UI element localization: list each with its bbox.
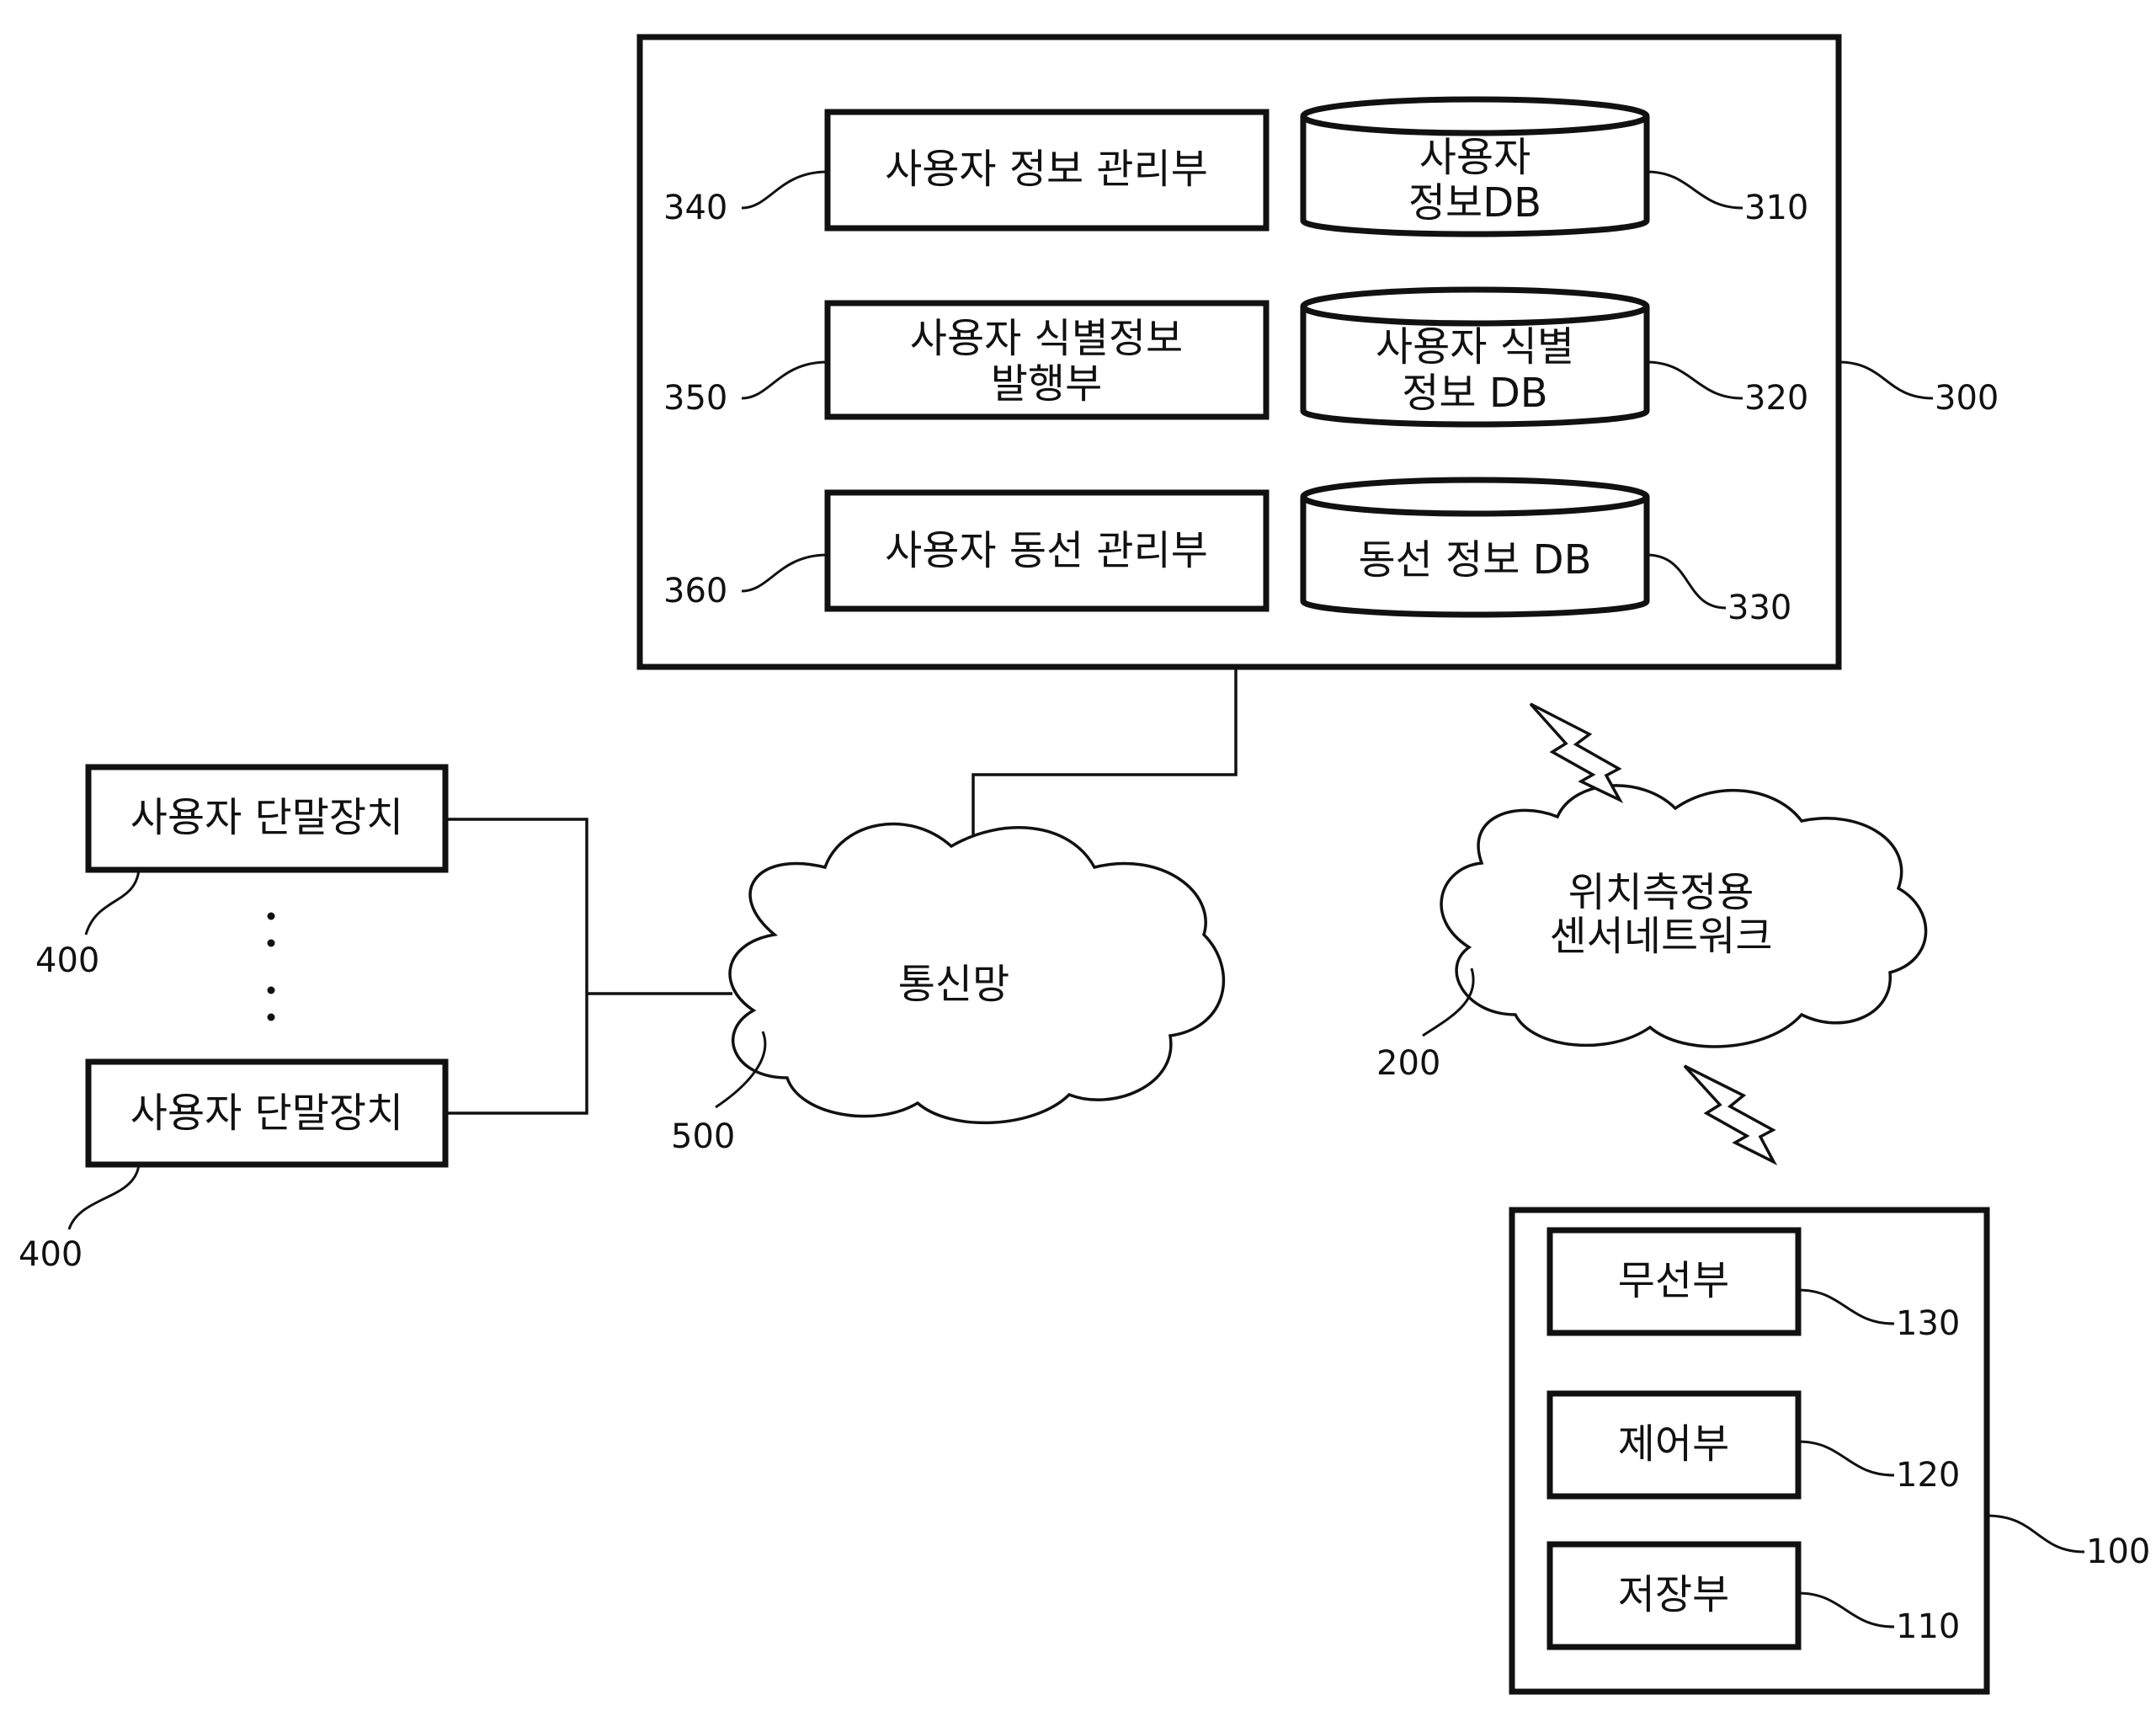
ref-360: 360 xyxy=(663,572,727,610)
network-label: 통신망 xyxy=(898,961,1009,1008)
terminal-top-label: 사용자 단말장치 xyxy=(130,794,403,841)
user-id-issuer-label-line1: 사용자 식별정보 xyxy=(910,315,1183,362)
ref-300-leader xyxy=(1839,362,1933,398)
ref-100-leader xyxy=(1987,1516,2084,1552)
storage-unit-label: 저장부 xyxy=(1618,1571,1729,1618)
wireless-unit-label: 무선부 xyxy=(1618,1257,1729,1304)
user-info-manager-label: 사용자 정보 관리부 xyxy=(885,146,1208,193)
terminal-bottom-label: 사용자 단말장치 xyxy=(130,1090,403,1137)
server-300: 사용자 정보 관리부 사용자 식별정보 발행부 사용자 동선 관리부 사용자 정… xyxy=(640,37,1999,667)
ref-400-bottom: 400 xyxy=(19,1235,83,1274)
path-info-db-label: 동선 정보 DB xyxy=(1358,536,1591,584)
ref-350: 350 xyxy=(663,379,727,418)
ellipsis-dots xyxy=(268,913,275,1021)
ref-500: 500 xyxy=(671,1117,735,1156)
user-path-manager-label: 사용자 동선 관리부 xyxy=(885,527,1208,574)
user-id-db-label-line2: 정보 DB xyxy=(1402,370,1547,417)
wireless-bolt-lower-icon xyxy=(1685,1066,1774,1162)
user-info-db-label-line1: 사용자 xyxy=(1419,134,1530,181)
ref-330: 330 xyxy=(1727,589,1791,627)
ref-400-bottom-leader xyxy=(69,1165,139,1229)
user-id-issuer-label-line2: 발행부 xyxy=(991,360,1102,408)
user-id-db-label-line1: 사용자 식별 xyxy=(1376,323,1574,370)
ref-100: 100 xyxy=(2086,1532,2150,1571)
ref-110: 110 xyxy=(1896,1607,1960,1646)
device-100: 무선부 제어부 저장부 130 120 110 100 xyxy=(1512,1210,2150,1692)
wireless-bolt-upper-icon xyxy=(1530,704,1620,800)
terminal-top: 사용자 단말장치 400 xyxy=(35,767,445,980)
sensor-network: 위치측정용 센서네트워크 200 xyxy=(1376,786,1926,1083)
ref-200: 200 xyxy=(1376,1044,1440,1083)
terminal-bottom: 사용자 단말장치 400 xyxy=(19,1062,445,1274)
sensor-network-label-line1: 위치측정용 xyxy=(1568,869,1754,916)
ref-120: 120 xyxy=(1896,1456,1960,1495)
ref-400-top-leader xyxy=(86,870,139,935)
ref-310: 310 xyxy=(1744,189,1808,227)
ref-130: 130 xyxy=(1896,1304,1960,1343)
sensor-network-label-line2: 센서네트워크 xyxy=(1550,913,1773,960)
ref-320: 320 xyxy=(1744,379,1808,418)
terminal-bus xyxy=(445,819,587,1113)
ref-300: 300 xyxy=(1935,379,1999,418)
ref-400-top: 400 xyxy=(35,941,99,980)
control-unit-label: 제어부 xyxy=(1618,1421,1729,1468)
user-info-db-label-line2: 정보DB xyxy=(1408,179,1541,227)
communication-network: 통신망 500 xyxy=(671,824,1223,1156)
ref-340: 340 xyxy=(663,189,727,227)
